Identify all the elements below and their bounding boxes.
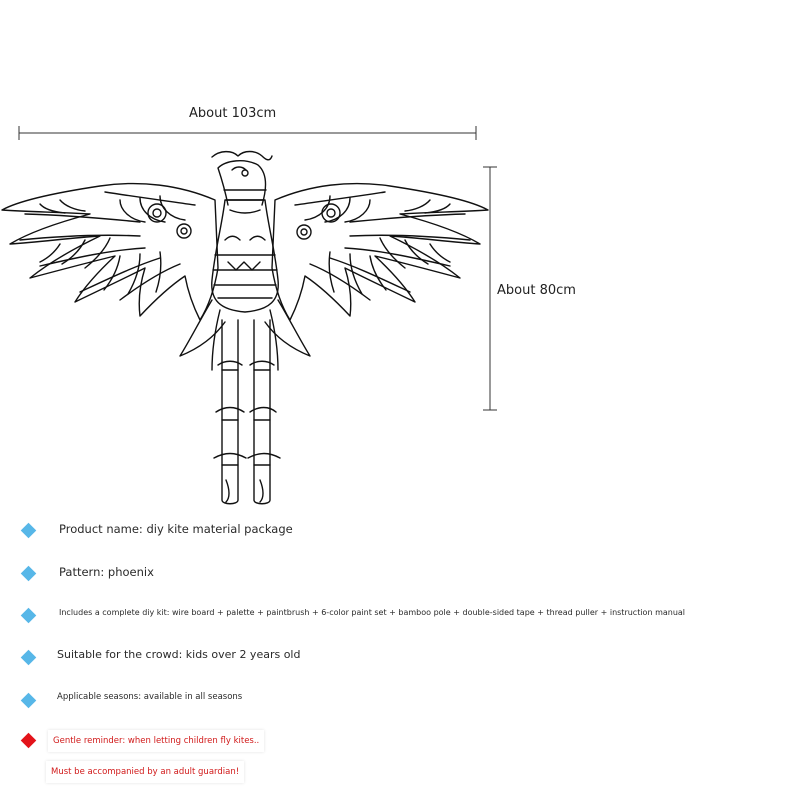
height-label: About 80cm — [497, 283, 576, 298]
reminder-line-2: Must be accompanied by an adult guardian… — [46, 761, 245, 783]
diamond-bullet-icon — [20, 692, 37, 709]
spec-text: Product name: diy kite material package — [59, 522, 293, 536]
reminder-line-1: Gentle reminder: when letting children f… — [48, 730, 265, 752]
spec-product-name: Product name: diy kite material package — [0, 516, 760, 544]
spec-seasons: Applicable seasons: available in all sea… — [0, 686, 760, 714]
diamond-bullet-icon — [20, 607, 37, 624]
diamond-bullet-icon — [20, 649, 37, 666]
spec-text: Includes a complete diy kit: wire board … — [59, 608, 686, 617]
spec-suitable-crowd: Suitable for the crowd: kids over 2 year… — [0, 643, 760, 671]
spec-text: Suitable for the crowd: kids over 2 year… — [57, 648, 301, 661]
spec-text: Applicable seasons: available in all sea… — [57, 692, 243, 702]
spec-kit-contents: Includes a complete diy kit: wire board … — [0, 601, 760, 629]
spec-pattern: Pattern: phoenix — [0, 559, 760, 587]
spec-text: Pattern: phoenix — [59, 565, 154, 579]
width-label: About 103cm — [189, 106, 277, 121]
diamond-bullet-icon — [20, 565, 37, 582]
diamond-bullet-icon — [20, 522, 37, 539]
